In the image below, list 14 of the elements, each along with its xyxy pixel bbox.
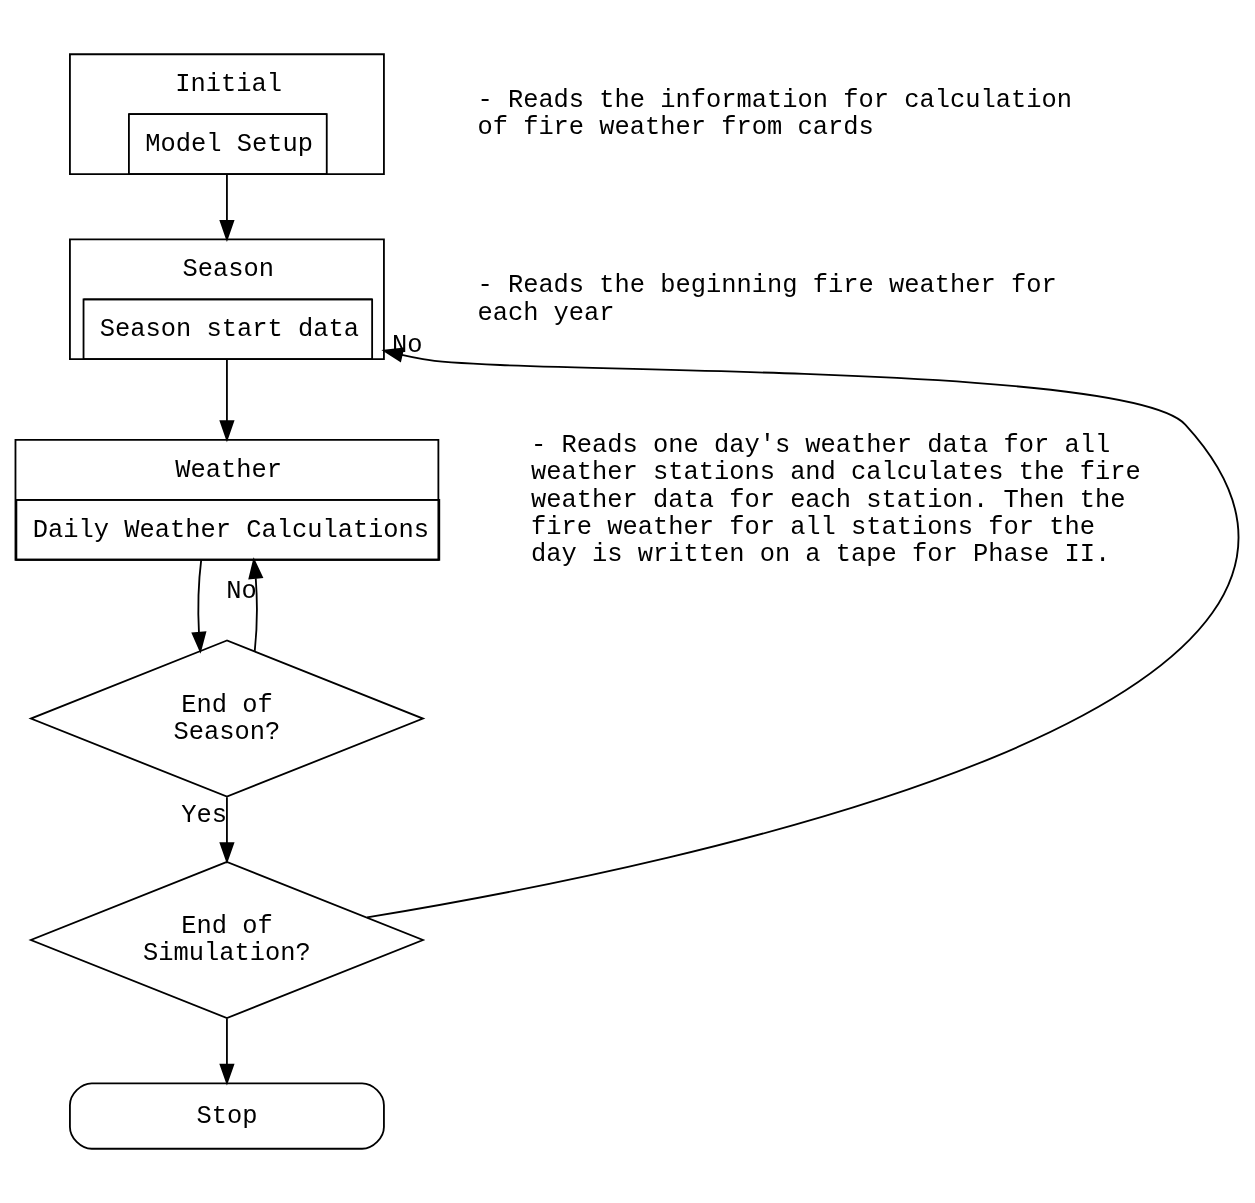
node-diamond: End of Season? [28,639,426,798]
edge-label: No [226,577,257,607]
node-diamond: End of Simulation? [28,861,426,1020]
arrow [219,173,235,242]
edge-label: Yes [181,801,228,831]
node-label: - Reads the beginning fire weather for each year [477,271,1057,328]
arrow [191,558,207,654]
arrow [248,557,264,652]
node-label: - Reads the information for calculation of fire weather from cards [477,86,1073,143]
arrow [219,796,235,865]
node-label: - Reads one day's weather data for all weather stations and calculates the fire weather data for each station. Then the fire weather for all stations for the day is written on a tape for Phase II. [530,431,1141,570]
arrow [219,358,235,443]
arrow [219,1017,235,1086]
node-box: Stop [69,1082,385,1150]
